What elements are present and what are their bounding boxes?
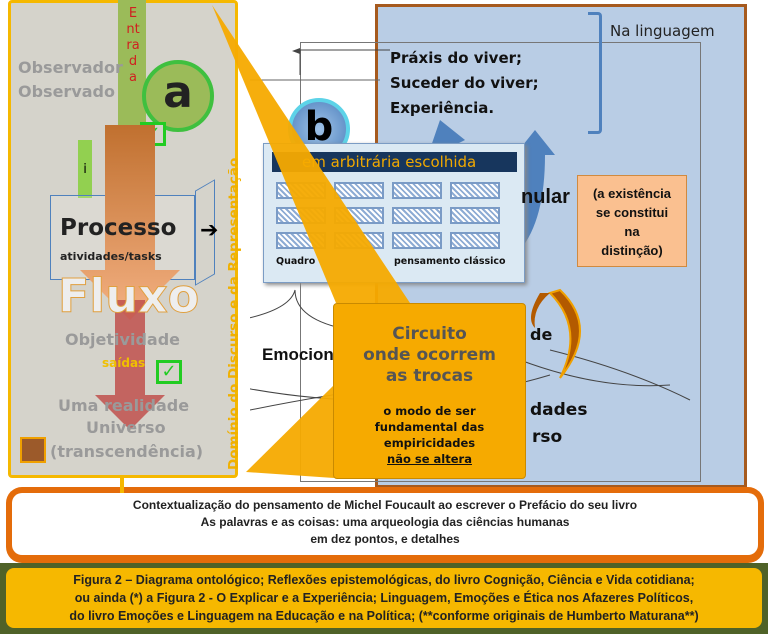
observador-text: Observador	[18, 58, 123, 77]
observado-text: Observado	[18, 82, 115, 101]
card-caption-right: pensamento clássico	[394, 256, 506, 267]
note-line: se constitui	[595, 205, 669, 220]
note-line: (a existência	[592, 186, 672, 201]
callout-underlined: não se altera	[387, 452, 472, 466]
context-line: Contextualização do pensamento de Michel…	[132, 498, 638, 512]
cube-icon	[20, 437, 46, 463]
callout-title-line: onde ocorrem	[363, 345, 496, 365]
connector	[120, 476, 124, 493]
badge-a: a	[142, 60, 214, 132]
universo-text: Universo	[86, 418, 166, 437]
caption-line: Figura 2 – Diagrama ontológico; Reflexõe…	[73, 573, 695, 587]
word-fragment: dades	[530, 400, 588, 420]
existence-note: (a existência se constitui na distinção)	[577, 175, 687, 267]
word-fragment: de	[530, 325, 553, 344]
bracket	[588, 12, 602, 134]
callout-body-line: o modo de ser	[383, 404, 476, 418]
emocion-text: Emocion	[262, 345, 334, 364]
praxis-list: Práxis do viver; Suceder do viver; Exper…	[390, 46, 539, 121]
crescent-icon	[531, 288, 581, 379]
pattern-card-title: em arbitrária escolhida	[272, 152, 517, 172]
callout-title-line: Circuito	[392, 324, 467, 344]
entrada-label: Entrada	[126, 6, 140, 85]
na-linguagem-label: Na linguagem	[610, 22, 715, 40]
checkmark-icon: ✓	[156, 360, 182, 384]
callout-title-line: as trocas	[385, 366, 474, 386]
uma-realidade-text: Uma realidade	[58, 396, 190, 415]
card-caption-left: Quadro	[276, 256, 316, 267]
context-line: em dez pontos, e detalhes	[310, 532, 460, 546]
flow-arrow	[80, 125, 180, 430]
entrada-bar	[118, 0, 146, 125]
fluxo-label: Fluxo	[57, 269, 200, 324]
atividades-label: atividades/tasks	[60, 250, 162, 263]
note-line: na	[624, 224, 640, 239]
caption-line: ou ainda (*) a Figura 2 - O Explicar e a…	[74, 591, 694, 605]
circuit-callout: Circuito onde ocorrem as trocas o modo d…	[333, 303, 526, 479]
context-line: As palavras e as coisas: uma arqueologia…	[200, 515, 570, 529]
saidas-label: saídas	[102, 356, 146, 370]
arrow-right-icon: ➔	[200, 218, 219, 243]
callout-body-line: empiricidades	[383, 436, 476, 450]
partial-word: nular	[521, 186, 570, 208]
caption-line: do livro Emoções e Linguagem na Educação…	[69, 609, 699, 623]
processo-label: Processo	[60, 215, 177, 241]
praxis-line: Experiência.	[390, 99, 495, 117]
badge-i: i	[78, 140, 92, 198]
callout-body-line: fundamental das	[374, 420, 485, 434]
praxis-line: Suceder do viver;	[390, 74, 539, 92]
word-fragment: rso	[532, 427, 563, 447]
note-line: distinção)	[601, 243, 663, 258]
figure-caption: Figura 2 – Diagrama ontológico; Reflexõe…	[6, 568, 762, 628]
context-box: Contextualização do pensamento de Michel…	[6, 487, 764, 563]
praxis-line: Práxis do viver;	[390, 49, 523, 67]
transcendencia-text: (transcendência)	[50, 442, 204, 461]
objetividade-text: Objetividade	[65, 330, 180, 349]
